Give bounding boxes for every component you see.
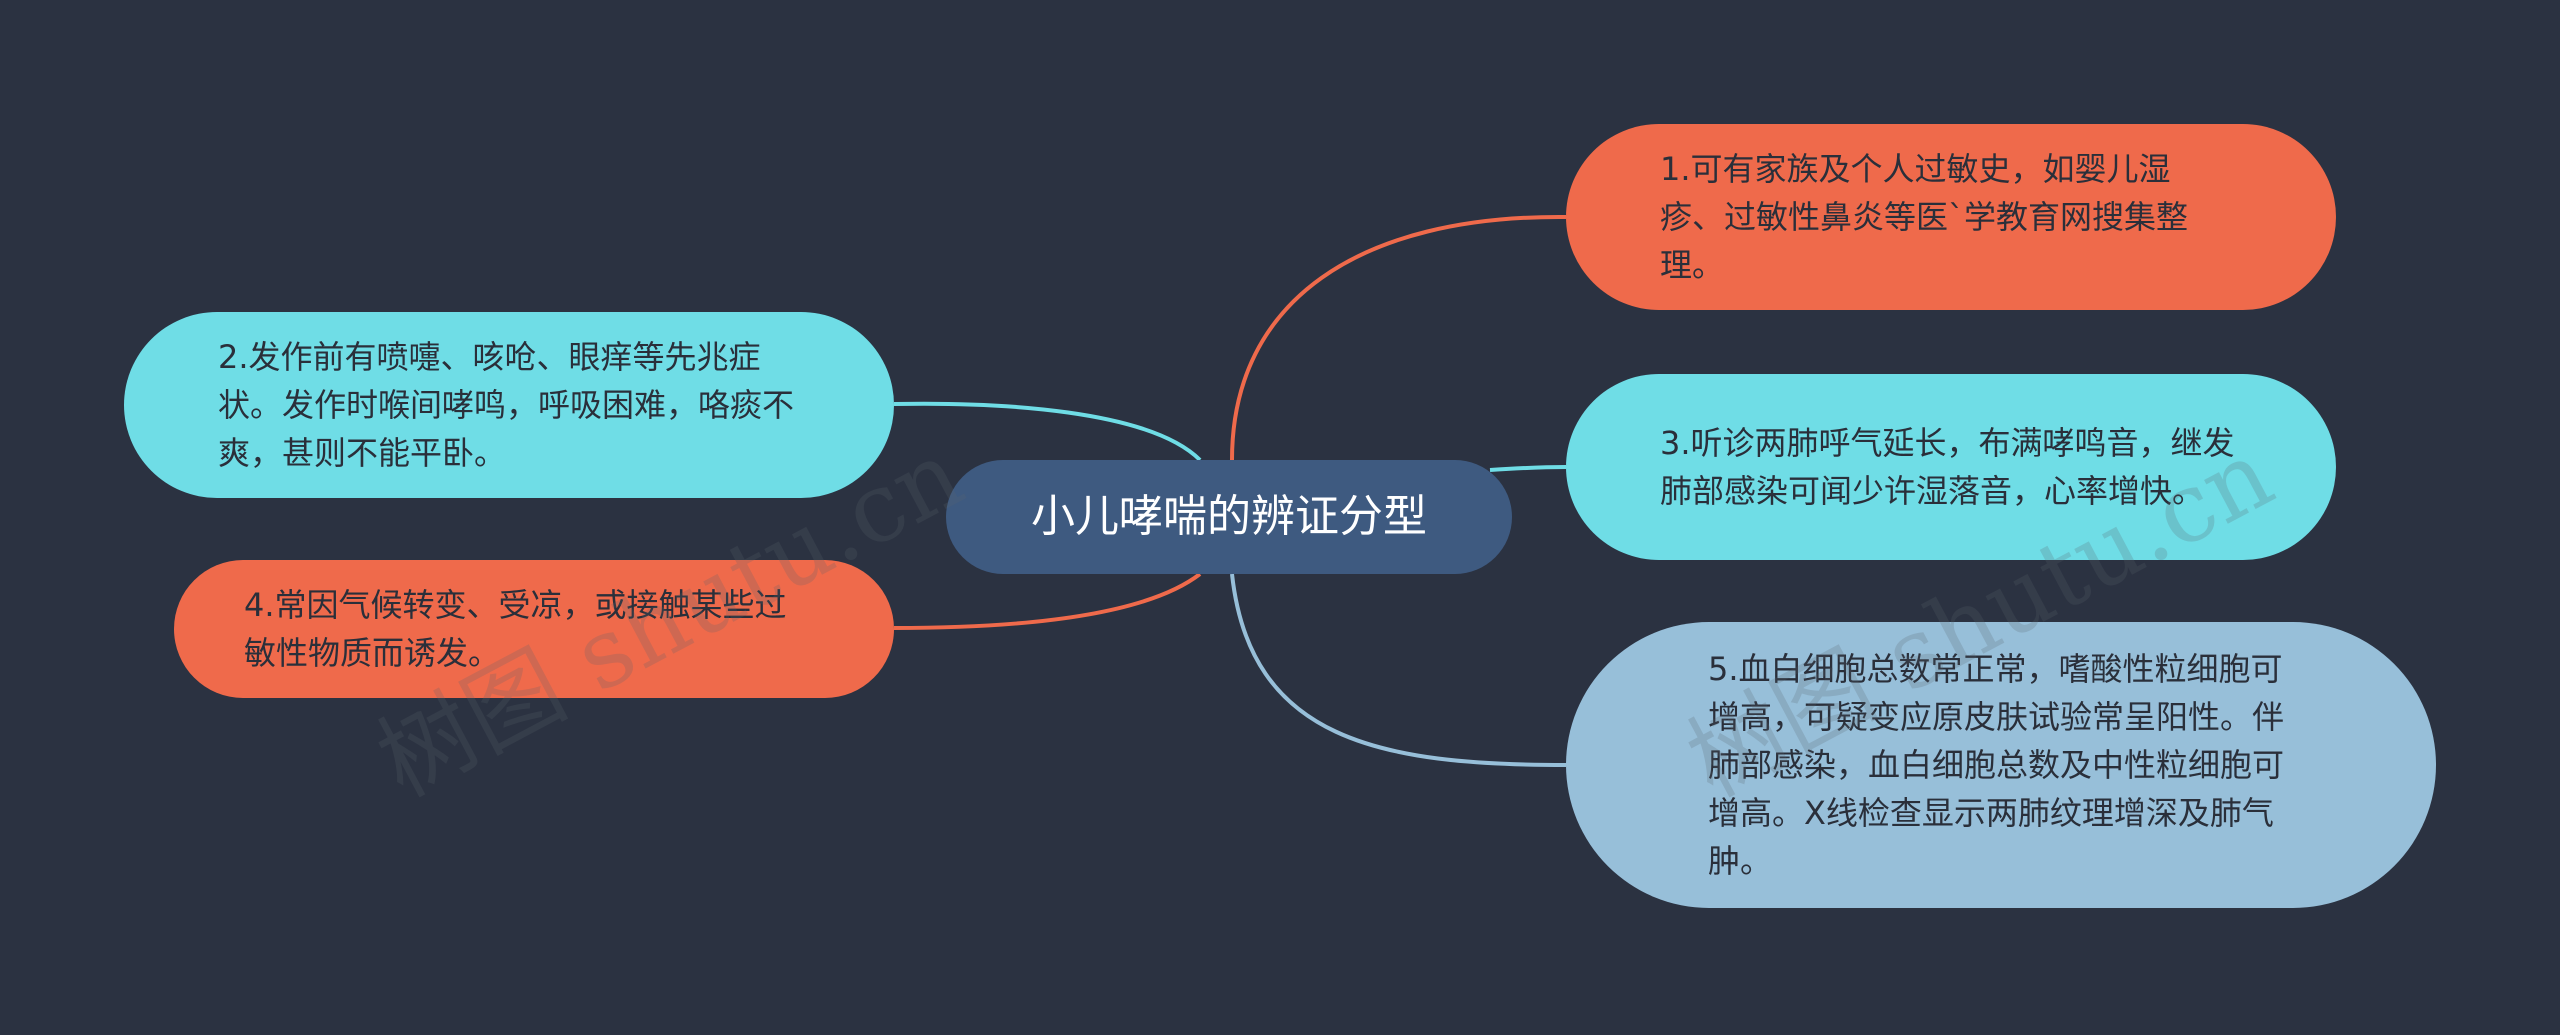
branch-node-5[interactable]: 5.血白细胞总数常正常，嗜酸性粒细胞可增高，可疑变应原皮肤试验常呈阳性。伴肺部感…: [1566, 622, 2436, 908]
branch-node-4[interactable]: 4.常因气候转变、受凉，或接触某些过敏性物质而诱发。: [174, 560, 894, 698]
connector-node-1: [1230, 214, 1567, 461]
branch-node-1-text: 1.可有家族及个人过敏史，如婴儿湿疹、过敏性鼻炎等医`学教育网搜集整理。: [1660, 150, 2189, 284]
connector-node-4: [893, 572, 1202, 630]
connector-node-3: [1489, 465, 1567, 472]
branch-node-3[interactable]: 3.听诊两肺呼气延长，布满哮鸣音，继发肺部感染可闻少许湿落音，心率增快。: [1566, 374, 2336, 560]
root-node-label: 小儿哮喘的辨证分型: [1031, 491, 1427, 542]
branch-node-1[interactable]: 1.可有家族及个人过敏史，如婴儿湿疹、过敏性鼻炎等医`学教育网搜集整理。: [1566, 124, 2336, 310]
branch-node-5-text: 5.血白细胞总数常正常，嗜酸性粒细胞可增高，可疑变应原皮肤试验常呈阳性。伴肺部感…: [1708, 650, 2285, 880]
root-node[interactable]: 小儿哮喘的辨证分型: [946, 460, 1512, 574]
branch-node-3-text: 3.听诊两肺呼气延长，布满哮鸣音，继发肺部感染可闻少许湿落音，心率增快。: [1660, 424, 2235, 510]
branch-node-2[interactable]: 2.发作前有喷嚏、咳呛、眼痒等先兆症状。发作时喉间哮鸣，呼吸困难，咯痰不爽，甚则…: [124, 312, 894, 498]
branch-node-4-text: 4.常因气候转变、受凉，或接触某些过敏性物质而诱发。: [244, 586, 787, 672]
connector-node-2: [893, 401, 1202, 462]
connector-node-5: [1230, 573, 1567, 767]
branch-node-2-text: 2.发作前有喷嚏、咳呛、眼痒等先兆症状。发作时喉间哮鸣，呼吸困难，咯痰不爽，甚则…: [218, 338, 795, 472]
